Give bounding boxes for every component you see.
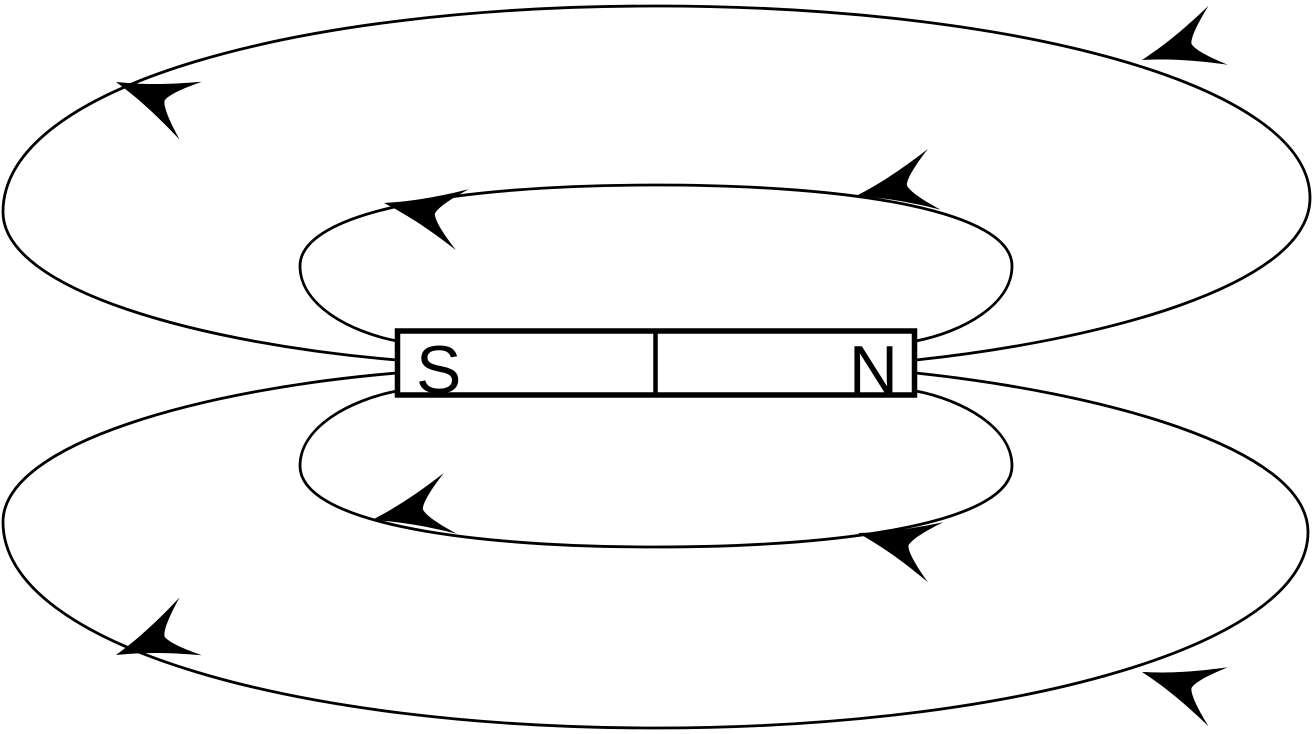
field-arrow-inner-top-left-icon [377,172,469,250]
field-line-outer-bottom [1,371,1310,730]
field-line-outer-top [1,4,1312,362]
field-arrow-inner-top-right-icon [849,149,941,227]
field-arrow-outer-bottom-right-icon [1132,642,1228,727]
field-arrow-inner-bottom-right-icon [850,502,944,583]
field-arrow-inner-bottom-left-icon [365,473,457,551]
field-arrow-outer-top-left-icon [104,53,202,140]
north-pole-label: N [849,332,898,408]
field-lines-group [1,4,1312,730]
field-arrow-outer-bottom-left-icon [104,597,202,684]
bar-magnet [394,328,918,398]
field-line-inner-top [298,183,1014,343]
field-arrow-outer-top-right-icon [1132,5,1228,90]
field-line-inner-bottom [298,389,1014,549]
south-pole-label: S [416,332,461,408]
